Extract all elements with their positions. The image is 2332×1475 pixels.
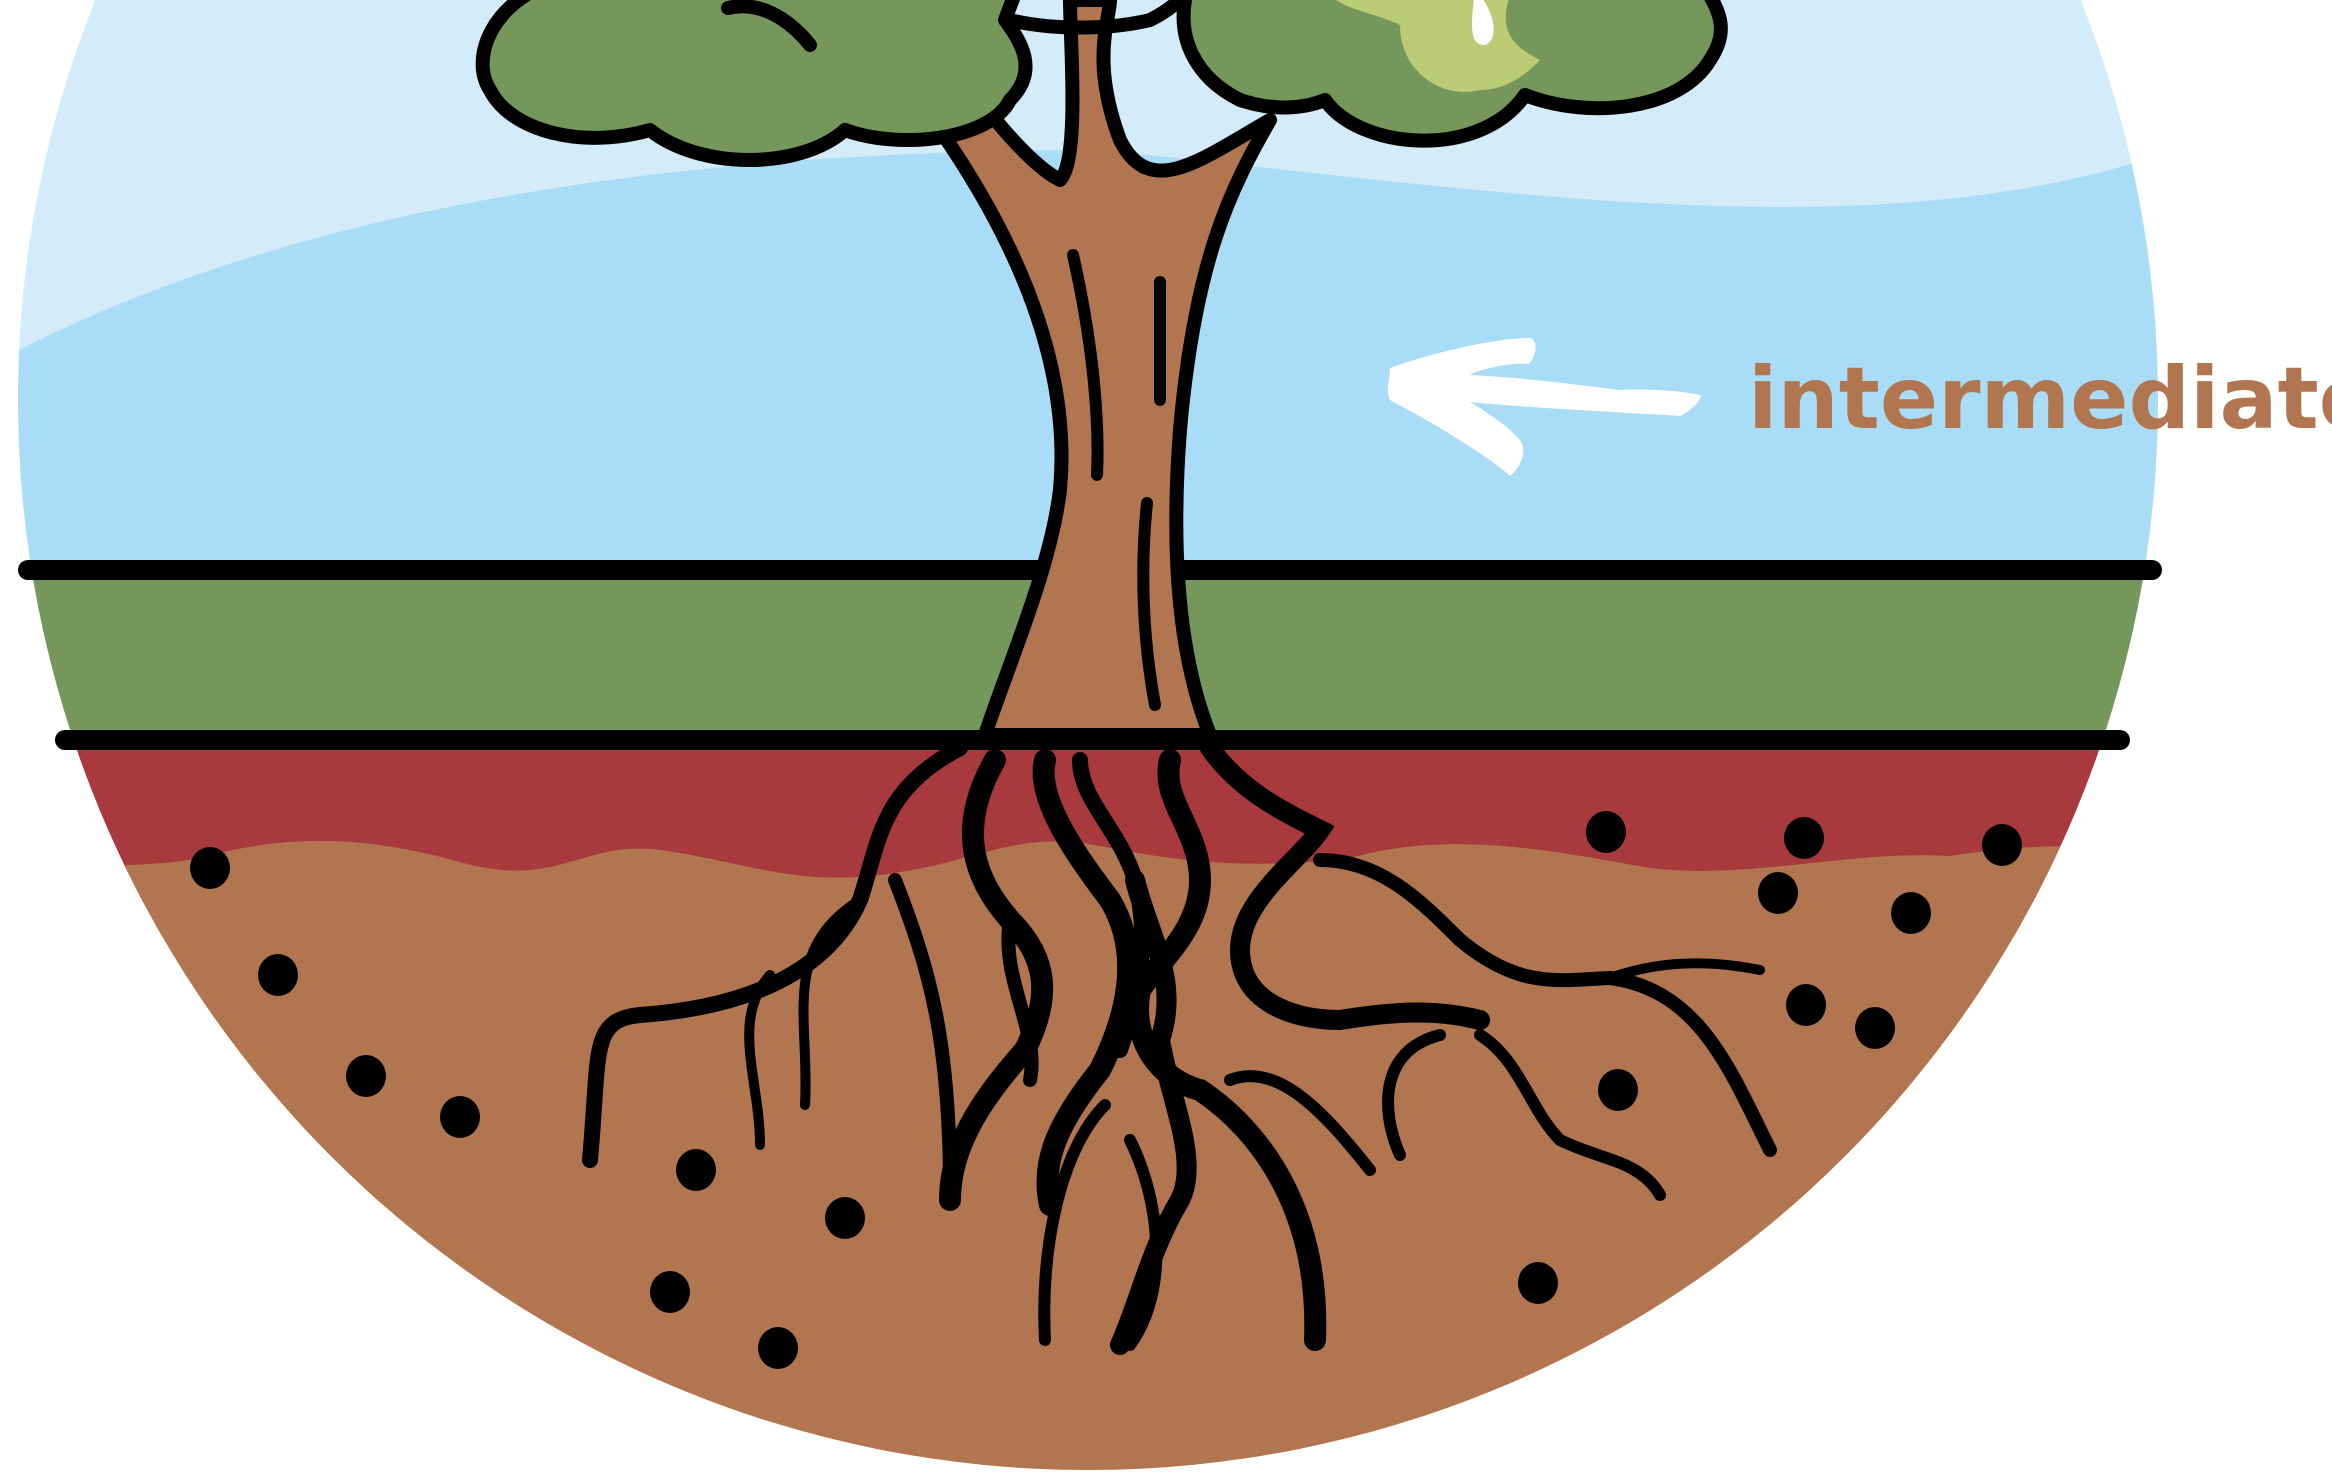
soil-stone: [1784, 817, 1824, 859]
soil-stone: [650, 1271, 690, 1313]
soil-stone: [346, 1055, 386, 1097]
soil-stone: [1891, 892, 1931, 934]
soil-stone: [1786, 984, 1826, 1026]
soil-stone: [825, 1197, 865, 1239]
subsoil-layer: [0, 830, 2332, 1475]
soil-stone: [1982, 824, 2022, 866]
soil-horizon-label: intermediate: [1748, 349, 2332, 449]
soil-stone: [758, 1327, 798, 1369]
soil-stone: [1518, 1262, 1558, 1304]
soil-stone: [258, 954, 298, 996]
soil-stone: [676, 1149, 716, 1191]
soil-stone: [1855, 1007, 1895, 1049]
soil-stone: [1598, 1069, 1638, 1111]
soil-stone: [440, 1096, 480, 1138]
soil-stone: [1586, 811, 1626, 853]
soil-stone: [1758, 872, 1798, 914]
soil-stone: [190, 847, 230, 889]
